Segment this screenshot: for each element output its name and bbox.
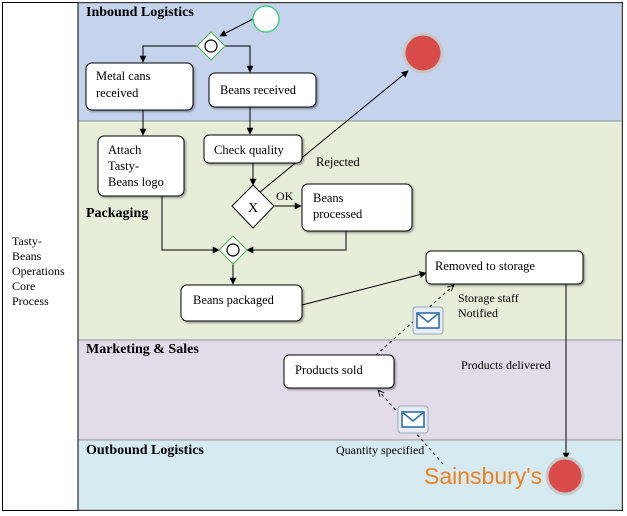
envelope-icon (412, 306, 444, 335)
task-text: Beans received (220, 83, 297, 97)
label-line: Storage staff (458, 291, 519, 305)
task-text: Beans (313, 191, 344, 205)
flow-beans-processed-to-gateway (246, 231, 347, 254)
lane-title-inbound: Inbound Logistics (86, 5, 194, 20)
parallel-gateway-join (218, 235, 248, 265)
start-event (252, 5, 280, 33)
task-check-quality: Check quality (203, 134, 303, 164)
label-rejected: Rejected (316, 155, 360, 169)
label-quantity-specified: Quantity specified (336, 443, 424, 457)
task-text: Removed to storage (435, 259, 535, 273)
lane-title-marketing: Marketing & Sales (86, 342, 199, 357)
task-text: Tasty- (108, 159, 139, 173)
pool-label-line: Tasty- (12, 234, 42, 248)
task-metal-cans-received: Metal cans received (85, 62, 194, 111)
task-text: Check quality (214, 143, 285, 157)
flow-beans-packaged-to-storage (301, 271, 427, 306)
task-removed-to-storage: Removed to storage (425, 250, 584, 285)
label-line: Notified (458, 306, 498, 320)
task-text: Beans logo (108, 175, 164, 189)
pool-label: Tasty- Beans Operations Core Process (12, 234, 68, 308)
task-text: Attach (108, 143, 142, 157)
xor-gateway-label: X (248, 201, 258, 216)
label-products-delivered: Products delivered (461, 358, 551, 372)
svg-text:Beans processed: Beans processed (313, 191, 363, 221)
flow-xor-to-end-rejected (259, 70, 409, 193)
end-event-delivered (545, 456, 585, 496)
svg-text:Metal cans received: Metal cans received (96, 69, 154, 100)
label-storage-notified: Storage staff Notified (458, 291, 522, 320)
pool-label-line: Operations (12, 264, 65, 278)
svg-text:Attach Tasty- Bean: Attach Tasty- Beans logo (108, 143, 164, 189)
envelope-icon (397, 405, 429, 434)
sequence-flows (139, 18, 570, 460)
flow-gateway-to-metal-cans (139, 45, 197, 63)
flow-start-to-gateway (219, 18, 254, 37)
task-text: Products sold (295, 363, 363, 377)
task-text: Beans packaged (193, 293, 275, 307)
label-ok: OK (276, 189, 294, 203)
sainsburys-logo: Sainsbury's (424, 463, 542, 489)
end-event-rejected (402, 32, 444, 74)
task-attach-logo: Attach Tasty- Beans logo (97, 135, 185, 197)
lane-title-outbound: Outbound Logistics (86, 443, 204, 458)
flow-attach-logo-to-gateway (161, 196, 220, 254)
pool-label-line: Process (12, 294, 49, 308)
exclusive-gateway-quality: X (231, 184, 275, 229)
pool-label-line: Core (12, 279, 35, 293)
parallel-gateway-split (196, 31, 226, 61)
task-text: processed (313, 207, 363, 221)
flow-gateway-to-beans-received (225, 45, 254, 73)
task-products-sold: Products sold (283, 354, 395, 389)
task-beans-packaged: Beans packaged (180, 284, 303, 322)
lane-outbound (77, 439, 623, 511)
lane-title-packaging: Packaging (86, 206, 148, 221)
pool-label-line: Beans (12, 249, 42, 263)
task-beans-processed: Beans processed (301, 183, 413, 232)
task-text: received (96, 86, 139, 100)
task-beans-received: Beans received (208, 72, 317, 108)
task-text: Metal cans (96, 69, 151, 83)
